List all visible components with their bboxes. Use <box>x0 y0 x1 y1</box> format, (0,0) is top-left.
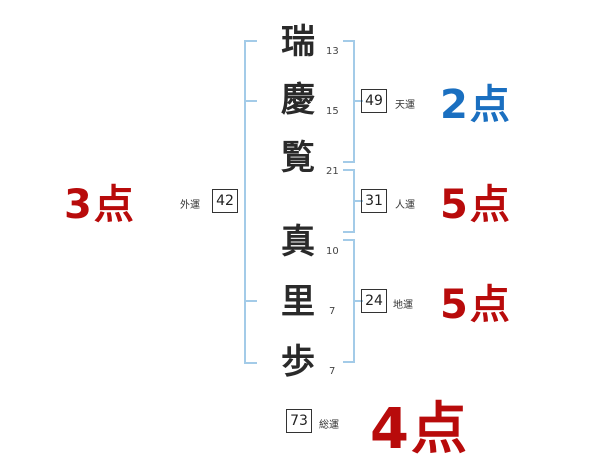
stroke-count: 10 <box>326 246 339 257</box>
sou-value: 73 <box>286 409 312 433</box>
stroke-count: 7 <box>329 306 336 317</box>
jin-bracket <box>343 169 355 233</box>
ten-score: 2点 <box>440 82 512 128</box>
bracket-tick <box>355 100 363 102</box>
sou-label: 総運 <box>319 420 339 431</box>
ten-value: 49 <box>361 89 387 113</box>
jin-label: 人運 <box>395 200 415 211</box>
bracket-tick <box>355 200 363 202</box>
gai-score: 3点 <box>64 182 136 228</box>
name-char: 瑞 <box>281 22 315 62</box>
bracket-tick <box>246 300 257 302</box>
chi-score: 5点 <box>440 282 512 328</box>
sou-score: 4点 <box>370 397 469 462</box>
bracket-tick <box>246 100 257 102</box>
chi-label: 地運 <box>393 300 413 311</box>
bracket-tick <box>355 300 363 302</box>
ten-bracket <box>343 40 355 163</box>
gai-value: 42 <box>212 189 238 213</box>
ten-label: 天運 <box>395 100 415 111</box>
stroke-count: 7 <box>329 366 336 377</box>
stroke-count: 13 <box>326 46 339 57</box>
name-char: 慶 <box>281 80 315 120</box>
stroke-count: 21 <box>326 166 339 177</box>
chi-bracket <box>343 239 355 363</box>
name-char: 覧 <box>281 138 315 178</box>
stroke-count: 15 <box>326 106 339 117</box>
name-char: 歩 <box>281 342 315 382</box>
chi-value: 24 <box>361 289 387 313</box>
name-char: 真 <box>281 222 315 262</box>
outer-bracket <box>244 40 257 364</box>
gai-label: 外運 <box>180 200 200 211</box>
jin-score: 5点 <box>440 182 512 228</box>
name-char: 里 <box>281 282 315 322</box>
jin-value: 31 <box>361 189 387 213</box>
